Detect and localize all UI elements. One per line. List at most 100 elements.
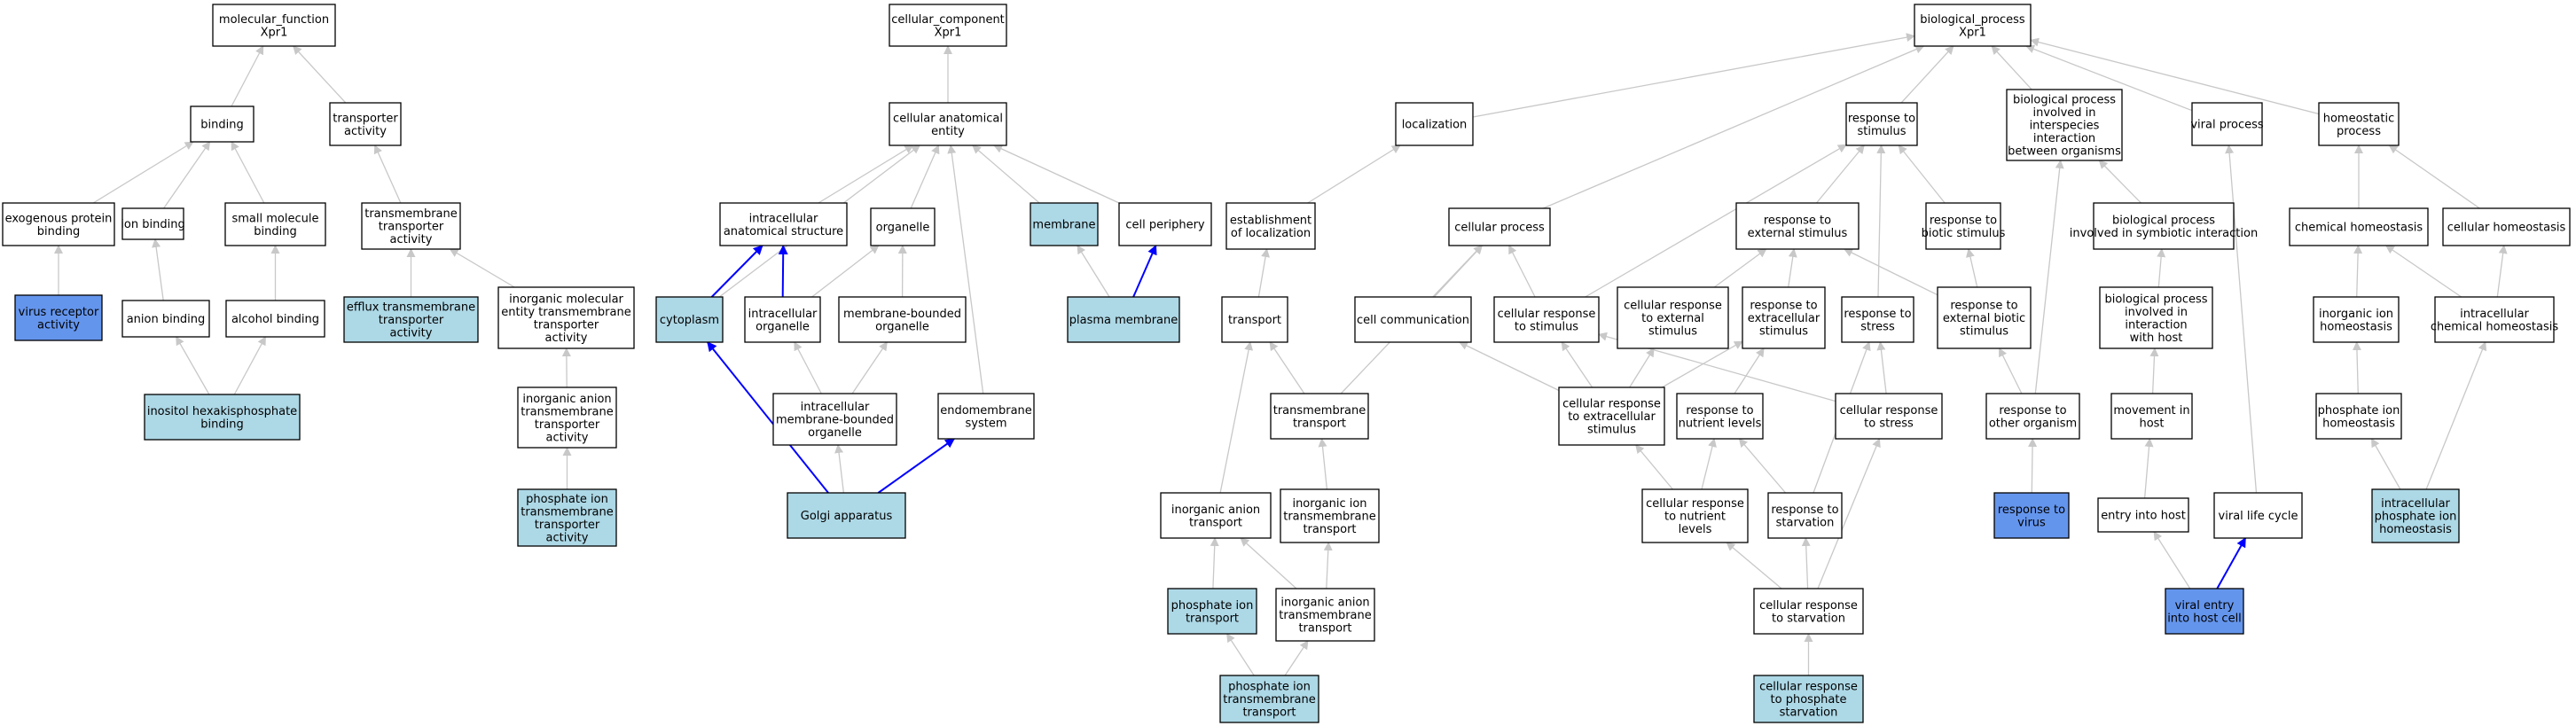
term-label-line: involved in symbiotic interaction xyxy=(2070,227,2258,240)
edge-response_to_other_organism-to-bp_interspecies xyxy=(2034,160,2064,394)
edge-endomembrane_system-to-cellular_anatomical_entity xyxy=(947,144,984,394)
term-label-line: transmembrane xyxy=(364,207,458,221)
term-node-cytoplasm[interactable]: cytoplasm xyxy=(655,296,724,343)
term-node-organelle[interactable]: organelle xyxy=(870,207,936,246)
term-label-line: entity xyxy=(931,125,965,138)
term-label-line: transmembrane xyxy=(1279,609,1372,622)
term-node-cell-periphery[interactable]: cell periphery xyxy=(1118,202,1212,246)
edge-response_to_starvation-to-response_to_nutrient_levels xyxy=(1738,438,1787,494)
term-label-line: inorganic molecular xyxy=(509,293,623,306)
term-node-inorganic-anion-tta[interactable]: inorganic aniontransmembranetransportera… xyxy=(517,386,617,449)
term-node-entry-into-host[interactable]: entry into host xyxy=(2097,497,2189,533)
term-label-line: activity xyxy=(390,327,433,340)
term-node-cell-communication[interactable]: cell communication xyxy=(1354,296,1472,343)
term-box xyxy=(225,300,325,338)
term-node-transport[interactable]: transport xyxy=(1221,296,1288,343)
term-node-anion-binding[interactable]: anion binding xyxy=(121,300,210,338)
term-node-golgi-apparatus[interactable]: Golgi apparatus xyxy=(787,492,906,539)
edge-entry_into_host-to-movement_in_host xyxy=(2143,438,2154,499)
term-node-localization[interactable]: localization xyxy=(1395,102,1474,146)
edge-viral_entry_into_host_cell-to-entry_into_host xyxy=(2153,531,2191,589)
term-label-line: homeostatic xyxy=(2323,112,2395,125)
term-node-cellular-process[interactable]: cellular process xyxy=(1448,207,1551,246)
edge-cellular_response_to_external_stimulus-to-response_to_external_stimulus xyxy=(1713,248,1767,288)
edge-localization-to-bp xyxy=(1472,33,1915,118)
edge-response_to_biotic_stimulus-to-response_to_stimulus xyxy=(1898,144,1946,204)
term-node-ion-binding[interactable]: ion binding xyxy=(121,207,185,240)
term-label-line: inorganic ion xyxy=(1292,497,1366,511)
term-node-viral-life-cycle[interactable]: viral life cycle xyxy=(2213,492,2303,539)
term-label-line: response to xyxy=(1686,404,1753,418)
term-node-membrane[interactable]: membrane xyxy=(1030,202,1099,246)
term-node-viral-process[interactable]: viral process xyxy=(2190,102,2264,146)
term-label-line: transporter xyxy=(535,519,600,532)
term-node-phosphate-ion-tta[interactable]: phosphate iontransmembranetransporteract… xyxy=(517,488,617,547)
term-label-line: intracellular xyxy=(801,401,870,414)
edge-cellular_response_to_stimulus-to-response_to_stimulus xyxy=(1585,144,1847,298)
term-label-line: biological process xyxy=(2013,94,2116,107)
term-node-binding[interactable]: binding xyxy=(190,105,254,143)
edge-cellular_response_to_stress-to-response_to_stress xyxy=(1876,341,1887,394)
term-node-cellular-homeostasis[interactable]: cellular homeostasis xyxy=(2442,207,2571,246)
term-label-line: transport xyxy=(1186,612,1239,625)
term-label-line: transporter xyxy=(535,418,600,432)
term-node-alcohol-binding[interactable]: alcohol binding xyxy=(225,300,325,338)
edge-golgi_apparatus-to-cytoplasm xyxy=(707,341,829,494)
edge-phosphate_ion_transmembrane_transport-to-inorganic_anion_transmembrane_transport xyxy=(1284,640,1309,676)
term-node-plasma-membrane[interactable]: plasma membrane xyxy=(1067,296,1180,343)
term-node-chemical-homeostasis[interactable]: chemical homeostasis xyxy=(2289,207,2429,246)
term-label-line: response to xyxy=(1844,308,1911,321)
